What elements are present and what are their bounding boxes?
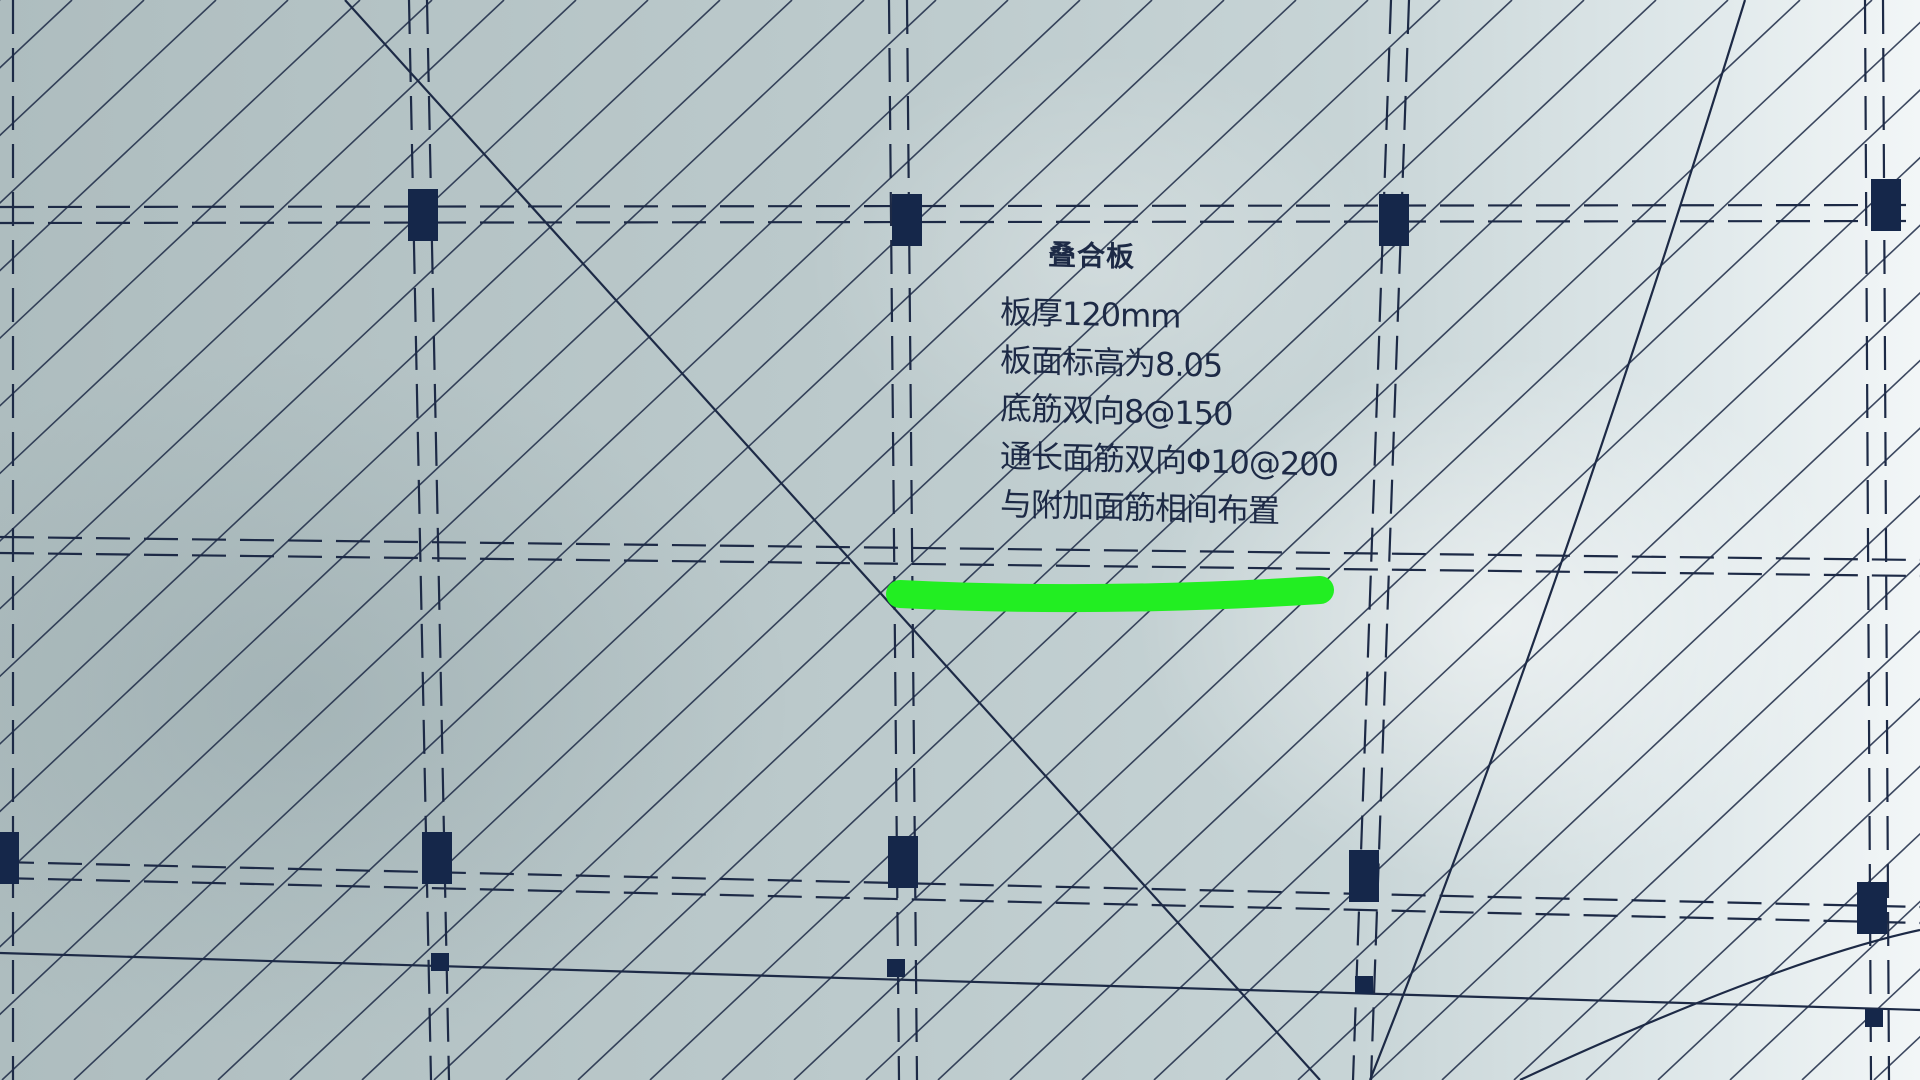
hatch-line [0,0,937,881]
beam-line [0,535,1920,562]
hatch-line [649,0,1801,1080]
hatch-line [0,0,505,475]
annotation-line-top-rebar: 通长面筋双向Φ10@200 [1000,437,1338,484]
curve-line [1368,0,1747,1080]
beam-line [1881,0,1891,1080]
beam-line [905,0,919,1080]
hatch-line [289,0,1441,1080]
beam-line [887,0,901,1080]
hatch-line [0,0,433,407]
column [1379,194,1409,246]
hatch-line [1657,832,1920,1080]
highlight-marker [886,576,1334,613]
annotation-line-bottom-rebar: 底筋双向8@150 [1000,389,1233,434]
column [0,832,19,884]
column [888,836,918,888]
hatch-line [1369,562,1920,1080]
hatch-line [0,0,577,543]
beam-line [0,876,1920,925]
hatch-line [1585,765,1920,1080]
annotation-line-arrangement: 与附加面筋相间布置 [1000,485,1280,531]
curve-line-lower [0,951,1920,1012]
column-small [1865,1009,1883,1027]
beam-line [0,219,1920,225]
column-small [887,959,905,977]
hatch-line [0,0,289,272]
beam-line [425,0,451,1080]
beam-line [0,203,1920,209]
hatch-line [0,0,1009,948]
hatch-line [73,0,1225,1080]
columns [0,179,1901,1027]
column [1871,179,1901,231]
beam-lines-horizontal [0,203,1920,925]
hatch-line [1225,427,1920,1080]
hatch-line [793,21,1920,1080]
hatch-line [0,0,793,745]
beam-line [407,0,433,1080]
column [408,189,438,241]
beam-line [0,860,1920,909]
hatch-line [1153,359,1920,1080]
beam-line [0,551,1920,578]
hatch-line [0,0,73,69]
hatch-line [0,0,361,340]
column [1857,882,1887,934]
hatch-line [217,0,1369,1080]
hatch-line [361,0,1513,1080]
beam-line [1351,0,1393,1080]
hatch-line [505,0,1657,1080]
annotation-line-thickness: 板厚120mm [1000,293,1181,336]
hatch-line [0,0,1081,1016]
beam-line [1369,0,1411,1080]
column-small [1355,976,1373,994]
column [1349,850,1379,902]
hatch-line [433,0,1585,1080]
hatch-line [145,0,1297,1080]
slab-annotation: 叠合板 板厚120mm 板面标高为8.05 底筋双向8@150 通长面筋双向Φ1… [1000,232,1338,537]
diagonal-line [344,0,1321,1080]
hatch-line [0,0,649,610]
column-small [431,953,449,971]
hatch-line [1081,291,1920,1080]
column [892,194,922,246]
column [422,832,452,884]
hatch-line [0,0,217,204]
hatch-line [1,0,1153,1080]
hatch-line [937,156,1920,1080]
beam-line [1863,0,1873,1080]
annotation-title: 叠合板 [1048,238,1136,274]
curve-line-lower-right [1519,928,1920,1080]
hatch-line [0,0,721,678]
hatch-line [577,0,1729,1080]
hatch-line [1297,494,1920,1080]
hatch-line [1009,224,1920,1080]
hatch-line [865,89,1920,1080]
hatch-line [1513,697,1920,1080]
annotation-line-elevation: 板面标高为8.05 [1000,341,1223,385]
